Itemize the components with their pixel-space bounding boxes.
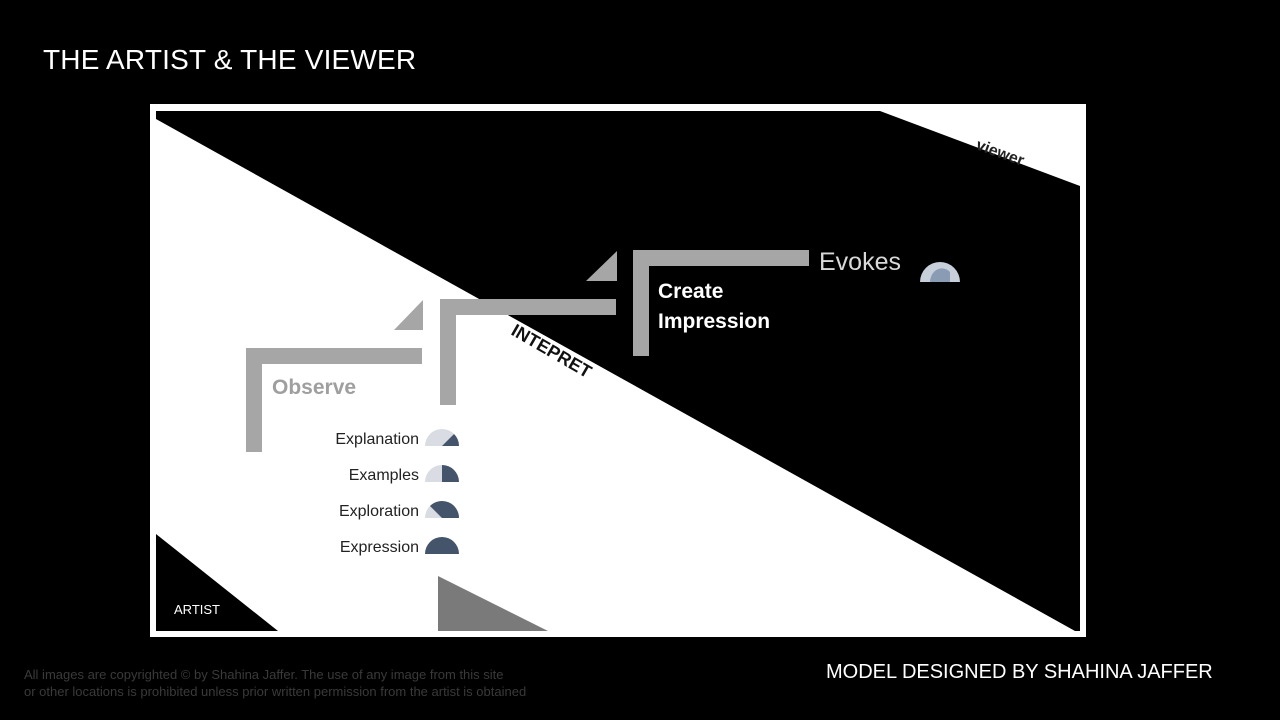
ramp-triangle (438, 576, 548, 631)
artist-region (156, 534, 278, 631)
create-step-top (633, 250, 809, 266)
level-label-expression: Expression (340, 539, 419, 556)
viewer-region (156, 111, 1080, 631)
artist-viewer-diagram: viewer ARTIST INTEPRET Observe Create Im… (150, 104, 1086, 637)
create-label-line1: Create (658, 280, 723, 303)
copyright-notice: All images are copyrighted © by Shahina … (24, 666, 526, 700)
step-arrow-1 (394, 300, 423, 330)
create-step-side (633, 250, 649, 356)
copyright-line-1: All images are copyrighted © by Shahina … (24, 667, 504, 682)
intepret-step-top (440, 299, 616, 315)
slide-title: THE ARTIST & THE VIEWER (43, 44, 417, 75)
create-label-line2: Impression (658, 310, 770, 333)
level-gauges (425, 429, 459, 554)
diagram-frame: viewer ARTIST INTEPRET Observe Create Im… (150, 104, 1086, 637)
step-arrow-2 (586, 251, 617, 281)
observe-step-side (246, 348, 262, 452)
evokes-label: Evokes (819, 248, 901, 276)
observe-step-top (246, 348, 422, 364)
evokes-dome-icon (920, 262, 960, 282)
level-label-explanation: Explanation (335, 431, 419, 448)
copyright-line-2: or other locations is prohibited unless … (24, 684, 527, 699)
artist-label: ARTIST (174, 602, 220, 617)
gauge-icon-examples (442, 465, 459, 482)
gauge-icon-expression (425, 537, 459, 554)
intepret-step-side (440, 299, 456, 405)
gauge-icon-exploration (429, 501, 459, 518)
model-credit: MODEL DESIGNED BY SHAHINA JAFFER (826, 661, 1213, 683)
level-label-examples: Examples (349, 467, 419, 484)
gauge-icon-explanation (442, 433, 459, 446)
level-label-exploration: Exploration (339, 503, 419, 520)
observe-label: Observe (272, 376, 356, 399)
